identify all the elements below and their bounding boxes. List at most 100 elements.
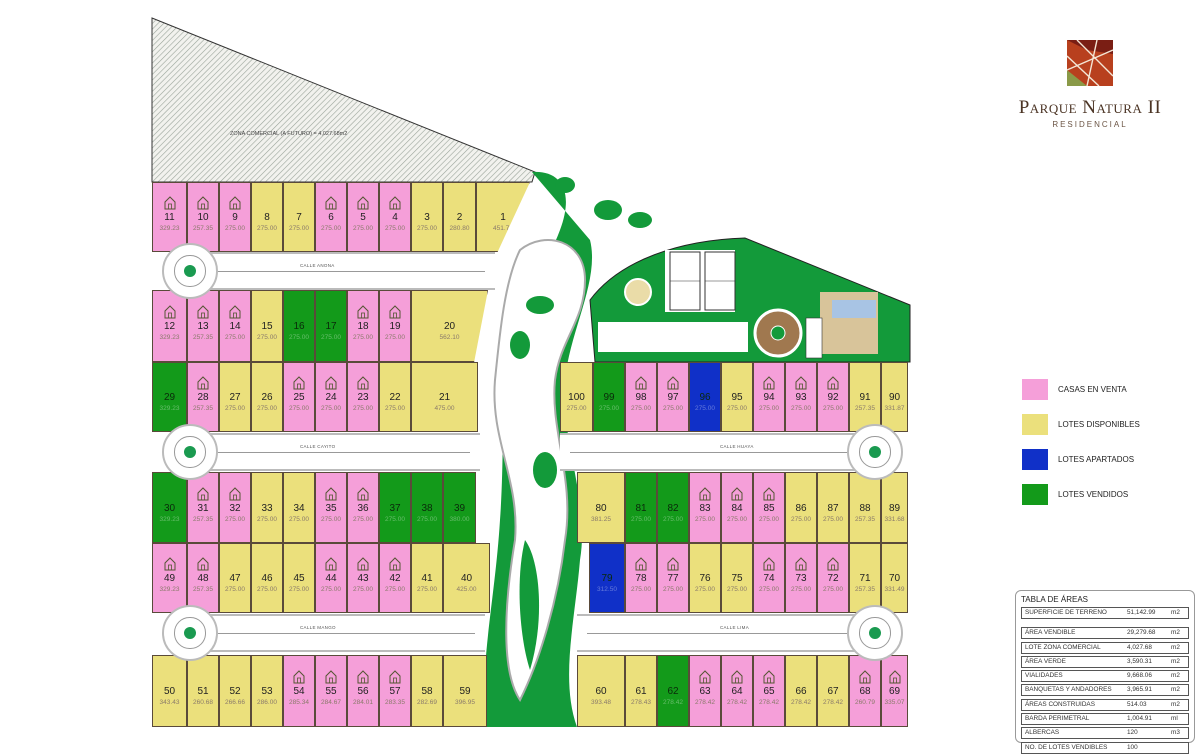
lot-area: 275.00 xyxy=(759,405,779,412)
